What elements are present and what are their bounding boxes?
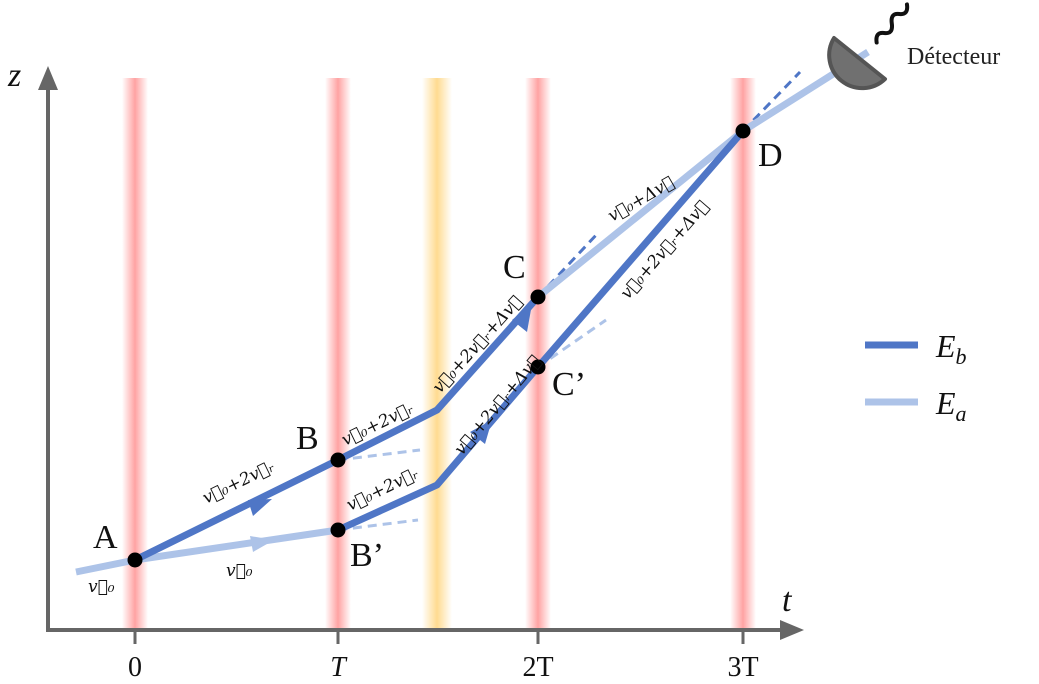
detector-label: Détecteur — [907, 44, 1000, 70]
point-A — [127, 552, 143, 568]
tick-label-2T: 2T — [522, 652, 553, 683]
label-B: B — [296, 420, 319, 457]
dash-Cprime — [537, 318, 607, 369]
z-axis-arrow — [38, 66, 58, 90]
arrow-a-lower — [250, 536, 274, 552]
t-axis-arrow — [780, 620, 804, 640]
dash-B — [337, 448, 421, 462]
laser-pulse-0 — [122, 78, 148, 630]
point-Bprime — [330, 522, 346, 538]
label-Bprime: B’ — [350, 537, 384, 574]
laser-pulse-T — [325, 78, 351, 630]
dash-Bprime — [337, 518, 419, 532]
point-Cprime — [530, 359, 546, 375]
legend: Eb Ea — [865, 328, 967, 426]
signal-squiggle-icon — [874, 2, 910, 45]
legend-label-b: Eb — [935, 328, 967, 369]
dash-D — [741, 70, 802, 133]
label-Cprime: C’ — [552, 366, 586, 403]
arrow-b-upper-C — [512, 304, 532, 332]
tick-label-3T: 3T — [727, 652, 758, 683]
vel-v0-lower: v⃗₀ — [226, 561, 253, 581]
t-axis-label: t — [782, 582, 793, 619]
tick-label-0: 0 — [128, 652, 142, 683]
detector-icon — [827, 36, 887, 91]
label-D: D — [758, 137, 783, 174]
label-C: C — [503, 249, 526, 286]
laser-pulse-mid — [422, 78, 452, 630]
label-A: A — [93, 519, 118, 556]
path-b-upper — [133, 294, 541, 564]
z-axis-label: z — [7, 57, 21, 94]
arrow-b-lower-C — [470, 420, 492, 444]
arrow-b-AB — [248, 499, 272, 516]
point-B — [330, 452, 346, 468]
tick-label-T: T — [330, 652, 348, 683]
legend-label-a: Ea — [935, 385, 967, 426]
point-C — [530, 289, 546, 305]
vel-v0-left: v⃗₀ — [88, 577, 115, 597]
laser-pulse-3T — [730, 78, 756, 630]
detector — [827, 2, 910, 91]
point-D — [735, 123, 751, 139]
